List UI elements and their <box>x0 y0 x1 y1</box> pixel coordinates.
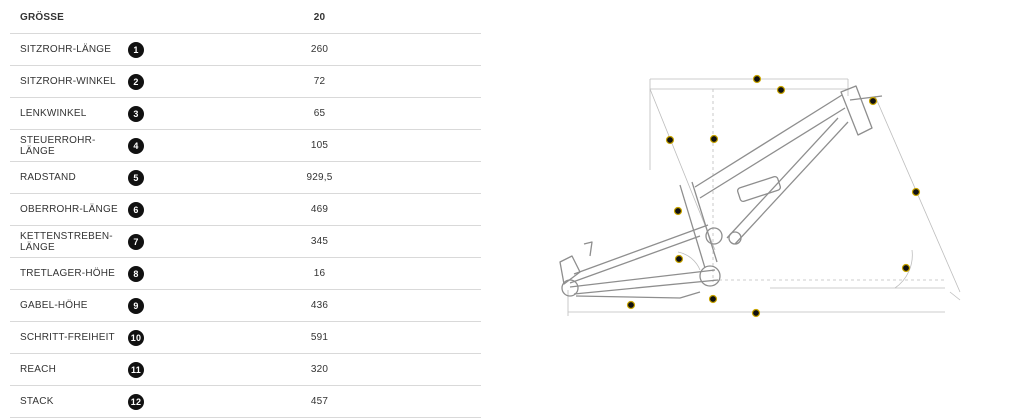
row-value: 65 <box>158 97 481 130</box>
bike-geometry-diagram <box>559 74 961 318</box>
table-row: TRETLAGER-HÖHE 8 16 <box>10 257 481 290</box>
row-label: SITZROHR-LÄNGE <box>10 33 128 66</box>
row-value: 457 <box>158 385 481 418</box>
diagram-marker-7 <box>626 300 636 310</box>
diagram-marker-6 <box>752 74 762 84</box>
number-badge: 9 <box>128 297 144 314</box>
row-value: 16 <box>158 257 481 290</box>
row-value: 345 <box>158 225 481 258</box>
row-value: 72 <box>158 65 481 98</box>
number-badge: 3 <box>128 105 144 122</box>
row-label: KETTENSTREBEN-LÄNGE <box>10 225 128 258</box>
row-label: STEUERROHR-LÄNGE <box>10 129 128 162</box>
diagram-marker-5 <box>751 308 761 318</box>
row-label: OBERROHR-LÄNGE <box>10 193 128 226</box>
number-badge: 2 <box>128 73 144 90</box>
table-row: GABEL-HÖHE 9 436 <box>10 289 481 322</box>
table-row: STEUERROHR-LÄNGE 4 105 <box>10 129 481 162</box>
diagram-marker-10 <box>665 135 675 145</box>
row-value: 469 <box>158 193 481 226</box>
table-row: RADSTAND 5 929,5 <box>10 161 481 194</box>
number-badge: 7 <box>128 233 144 250</box>
table-row: SCHRITT-FREIHEIT 10 591 <box>10 321 481 354</box>
table-row: SITZROHR-LÄNGE 1 260 <box>10 33 481 66</box>
row-value: 436 <box>158 289 481 322</box>
size-header-label: GRÖSSE <box>10 2 158 34</box>
diagram-marker-2 <box>674 254 684 264</box>
number-badge: 4 <box>128 137 144 154</box>
number-badge: 6 <box>128 201 144 218</box>
diagram-marker-11 <box>776 85 786 95</box>
row-label: RADSTAND <box>10 161 128 194</box>
diagram-marker-12 <box>709 134 719 144</box>
row-value: 320 <box>158 353 481 386</box>
table-row: LENKWINKEL 3 65 <box>10 97 481 130</box>
row-label: LENKWINKEL <box>10 97 128 130</box>
table-row: STACK 12 457 <box>10 385 481 418</box>
row-value: 105 <box>158 129 481 162</box>
table-row: OBERROHR-LÄNGE 6 469 <box>10 193 481 226</box>
diagram-marker-4 <box>868 96 878 106</box>
geometry-table: GRÖSSE 20 SITZROHR-LÄNGE 1 260 SITZROHR-… <box>10 2 481 418</box>
diagram-marker-8 <box>708 294 718 304</box>
dimension-lines <box>567 78 961 316</box>
table-header-row: GRÖSSE 20 <box>10 2 481 34</box>
diagram-marker-9 <box>911 187 921 197</box>
row-label: SITZROHR-WINKEL <box>10 65 128 98</box>
row-label: REACH <box>10 353 128 386</box>
row-value: 260 <box>158 33 481 66</box>
diagram-marker-1 <box>673 206 683 216</box>
row-value: 929,5 <box>158 161 481 194</box>
table-row: REACH 11 320 <box>10 353 481 386</box>
row-label: GABEL-HÖHE <box>10 289 128 322</box>
table-row: SITZROHR-WINKEL 2 72 <box>10 65 481 98</box>
number-badge: 8 <box>128 265 144 282</box>
diagram-markers <box>626 74 921 318</box>
row-label: TRETLAGER-HÖHE <box>10 257 128 290</box>
table-row: KETTENSTREBEN-LÄNGE 7 345 <box>10 225 481 258</box>
row-label: STACK <box>10 385 128 418</box>
row-label: SCHRITT-FREIHEIT <box>10 321 128 354</box>
number-badge: 12 <box>128 393 144 410</box>
number-badge: 11 <box>128 361 144 378</box>
size-header-value: 20 <box>158 2 481 34</box>
diagram-marker-3 <box>901 263 911 273</box>
number-badge: 1 <box>128 41 144 58</box>
bike-frame <box>559 85 883 299</box>
number-badge: 5 <box>128 169 144 186</box>
row-value: 591 <box>158 321 481 354</box>
number-badge: 10 <box>128 329 144 346</box>
